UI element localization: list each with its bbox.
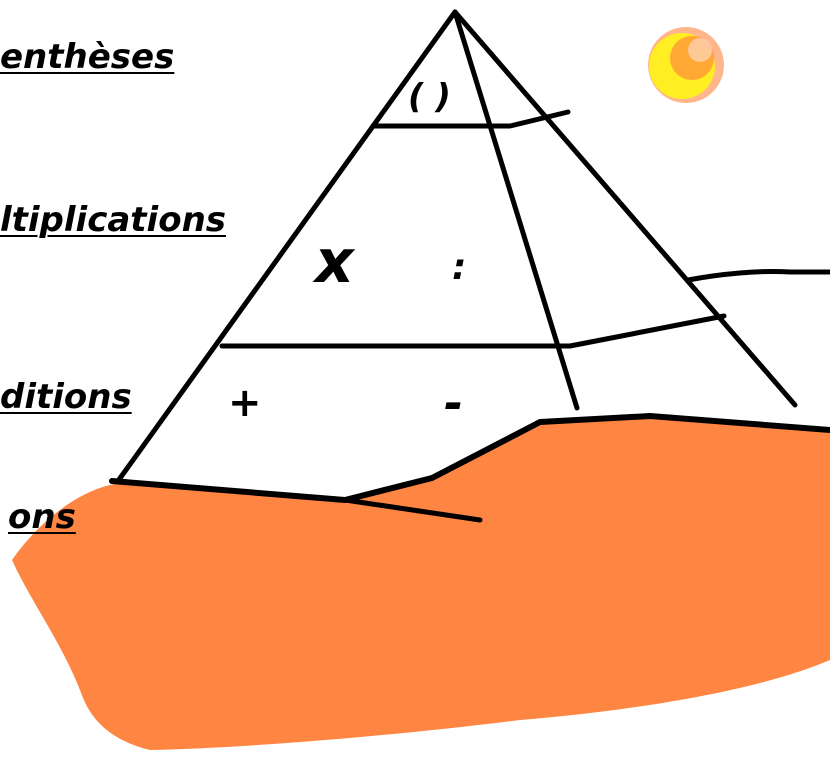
pyramid-front-edge [455, 12, 577, 408]
plus-symbol: + [228, 383, 262, 423]
label-other: ons [8, 500, 76, 534]
sun-icon [648, 27, 724, 103]
divide-symbol: : [452, 250, 466, 286]
label-parentheses: enthèses [0, 40, 174, 74]
dune-ridge-line [688, 271, 830, 280]
minus-symbol: - [444, 380, 463, 426]
sand-ground [12, 418, 830, 750]
pyramid-middle-divider [222, 316, 724, 346]
multiply-symbol: x [315, 232, 354, 292]
label-additions: ditions [0, 380, 132, 414]
parentheses-symbol: ( ) [408, 80, 451, 114]
pyramid-top-divider [373, 112, 568, 126]
label-multiplications: ltiplications [0, 203, 226, 237]
pyramid-left-edge [118, 12, 455, 481]
